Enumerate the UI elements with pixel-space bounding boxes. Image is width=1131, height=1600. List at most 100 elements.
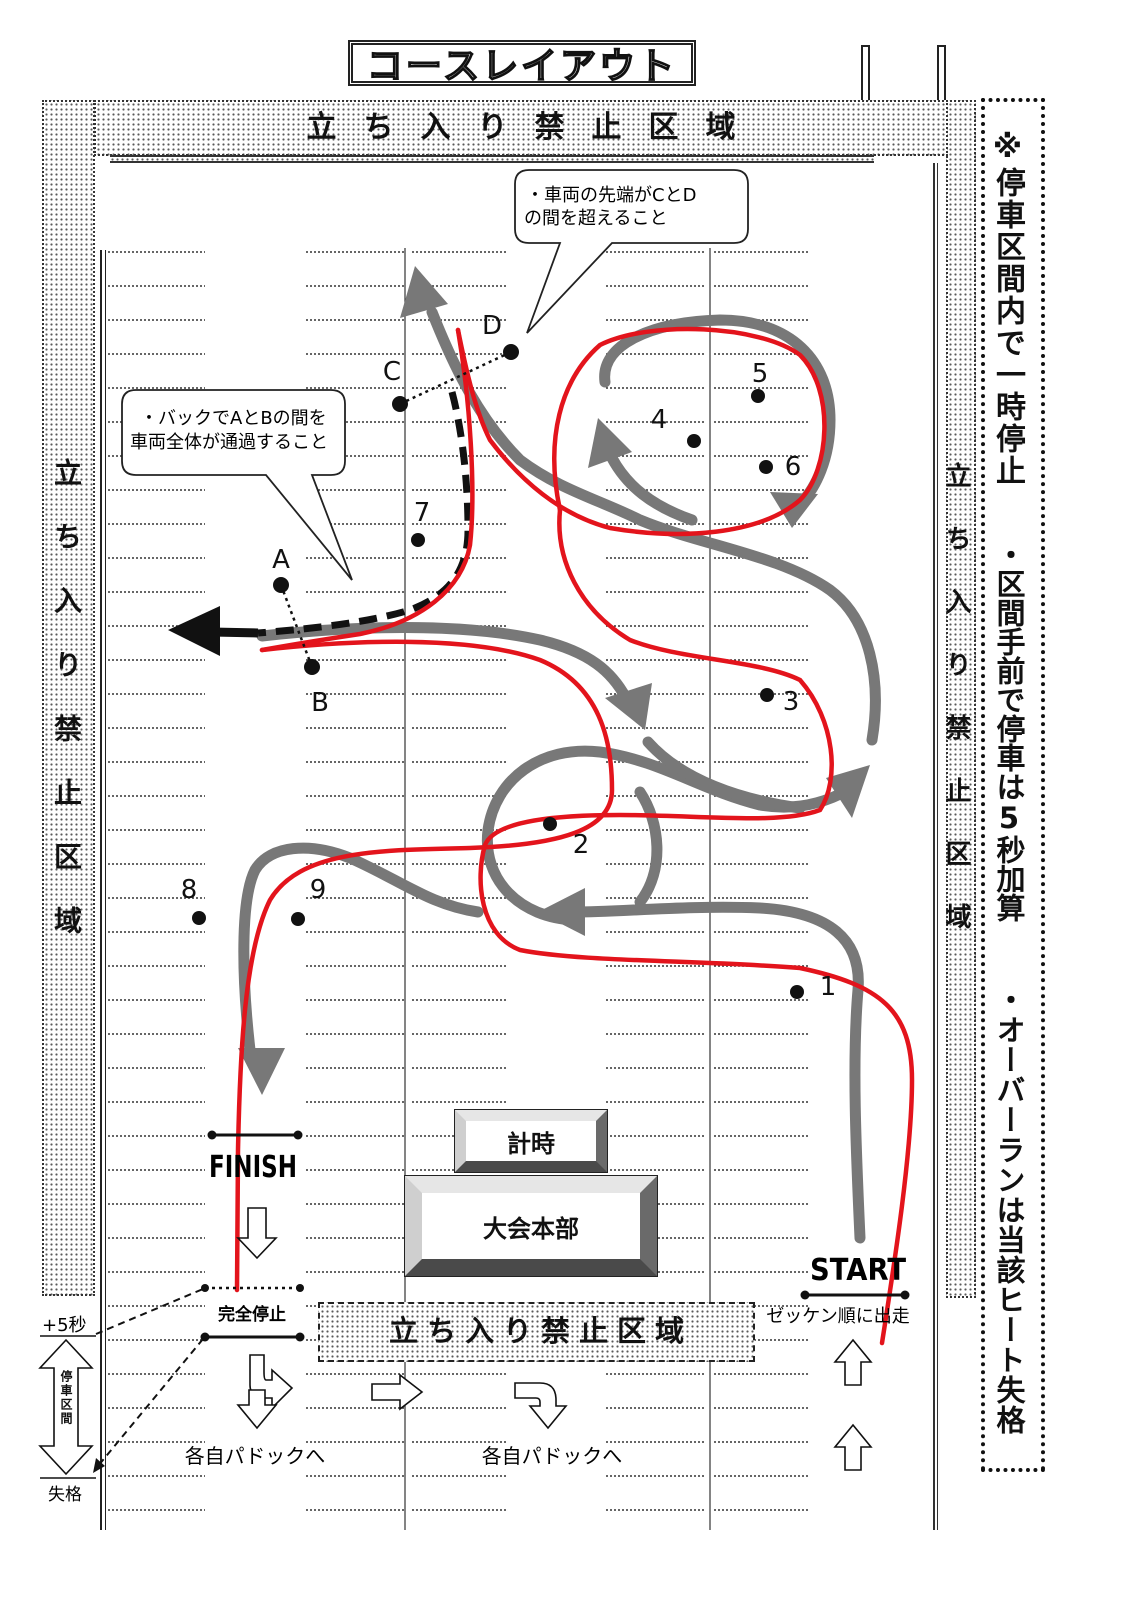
headquarters-booth: 大会本部	[404, 1175, 658, 1277]
route-3-to-d	[426, 306, 881, 746]
start-up-arrow-lower-icon	[833, 1423, 873, 1471]
driven-line-loop-to-d	[455, 326, 827, 537]
start-post-left	[800, 1290, 810, 1300]
arrowhead-up-right	[826, 765, 870, 818]
paddock-label-left: 各自パドックへ	[185, 1444, 326, 1468]
page-title: コースレイアウト	[348, 40, 696, 88]
marker-label-c: C	[383, 357, 401, 387]
marker-label-4: 4	[651, 405, 668, 435]
start-post-right	[900, 1290, 910, 1300]
rule-note-early-stop: ・区間手前で停車は5秒加算	[992, 540, 1026, 922]
marker-label-3: 3	[783, 687, 800, 717]
callout-ab-line1: ・バックでAとBの間を	[140, 408, 327, 429]
rule-note-stop: ※停車区間内で一時停止	[990, 130, 1025, 487]
marker-label-5: 5	[752, 359, 769, 389]
course-arrowheads	[238, 266, 870, 1095]
paddock-curve-down-arrow-icon	[514, 1382, 568, 1430]
finish-down-arrow-icon	[236, 1207, 278, 1260]
marker-label-b: B	[311, 688, 329, 718]
callout-ab-bubble	[121, 389, 353, 581]
marker-dot-3	[760, 688, 774, 702]
marker-dot-a	[273, 577, 289, 593]
marker-dot-9	[291, 912, 305, 926]
arrowhead-finish	[238, 1048, 285, 1095]
marker-dot-1	[790, 985, 804, 999]
penalty-dq-leader	[97, 1338, 204, 1467]
marker-dot-8	[192, 911, 206, 925]
stop-zone-label: 停車区間	[59, 1370, 73, 1426]
driven-line-to-finish	[234, 639, 615, 1293]
driven-line-reverse	[259, 327, 475, 653]
marker-label-2: 2	[573, 830, 590, 860]
penalty-dq-arrowhead	[93, 1458, 105, 1473]
course-wall-left	[100, 250, 106, 1530]
marker-label-6: 6	[785, 452, 802, 482]
start-label: START	[810, 1253, 906, 1288]
restricted-zone-top	[94, 100, 948, 156]
finish-post-left	[207, 1130, 217, 1140]
callout-cd-line2: の間を超えること	[524, 208, 667, 229]
marker-dot-b	[304, 659, 320, 675]
stop-zone-double-arrow-icon	[38, 1338, 94, 1476]
top-rail	[110, 155, 874, 163]
route-loop-456	[599, 314, 836, 508]
route-to-3	[642, 736, 806, 814]
timing-booth: 計時	[454, 1109, 608, 1173]
arrowhead-down	[770, 492, 818, 528]
restricted-zone-right-label: 立ち入り禁止区域	[941, 462, 971, 966]
route-to-4	[606, 452, 698, 526]
marker-dot-7	[411, 533, 425, 547]
marker-dot-2	[543, 817, 557, 831]
paddock-right-arrow-icon	[371, 1373, 424, 1411]
rule-note-overrun: ・オーバーランは当該ヒート失格	[992, 985, 1026, 1435]
gate-ab	[279, 584, 314, 668]
course-route	[238, 306, 881, 1244]
restricted-zone-right	[946, 100, 976, 1298]
penalty-plus5-leader	[95, 1288, 204, 1335]
reverse-path	[257, 391, 472, 637]
marker-label-d: D	[482, 311, 502, 341]
finish-label: FINISH	[209, 1150, 297, 1185]
route-loop-2	[481, 745, 854, 926]
start-order-label: ゼッケン順に出走	[766, 1306, 909, 1327]
route-start-to-1	[569, 901, 866, 1244]
callout-ab-line2: 車両全体が通過すること	[130, 432, 328, 453]
start-up-arrow-icon	[833, 1338, 873, 1386]
marker-label-9: 9	[310, 875, 327, 905]
restricted-zone-left-label: 立ち入り禁止区域	[50, 458, 83, 970]
marker-dot-d	[503, 344, 519, 360]
arrowhead-left	[538, 888, 585, 936]
finish-post-right	[293, 1130, 303, 1140]
marker-dot-6	[759, 460, 773, 474]
stop-zone-entry-post-right	[296, 1284, 304, 1292]
restricted-zone-top-label: 立ち入り禁止区域	[306, 110, 763, 145]
marker-dot-4	[687, 434, 701, 448]
arrowhead-down-right	[605, 683, 652, 730]
arrowhead-up-left	[588, 418, 632, 468]
stop-zone-entry-post-left	[201, 1284, 209, 1292]
stop-zone-exit-post-right	[295, 1332, 305, 1342]
arrowhead-up	[400, 266, 448, 318]
restricted-zone-bottom: 立ち入り禁止区域	[318, 1302, 755, 1362]
restricted-zone-left	[42, 100, 95, 1296]
callout-cd-line1: ・車両の先端がCとD	[526, 185, 696, 206]
marker-label-8: 8	[181, 875, 198, 905]
driven-line	[234, 326, 915, 1346]
route-9-to-finish	[238, 842, 484, 1056]
callout-cd-bubble	[514, 169, 749, 334]
penalty-plus5-label: +5秒	[42, 1315, 87, 1336]
marker-label-7: 7	[414, 498, 431, 528]
paddock-down-arrow-icon	[236, 1389, 278, 1430]
rules-notes-box	[981, 98, 1045, 1472]
marker-label-1: 1	[820, 972, 837, 1002]
driven-line-start-to-3	[478, 507, 915, 1346]
marker-label-a: A	[272, 545, 290, 575]
course-wall-right	[933, 163, 938, 1530]
full-stop-label: 完全停止	[218, 1304, 286, 1325]
marker-dot-c	[392, 396, 408, 412]
route-loop-2-inner	[634, 786, 663, 908]
route-ab-to-3	[256, 622, 632, 704]
reverse-arrowhead	[168, 606, 220, 656]
marker-dot-5	[751, 389, 765, 403]
